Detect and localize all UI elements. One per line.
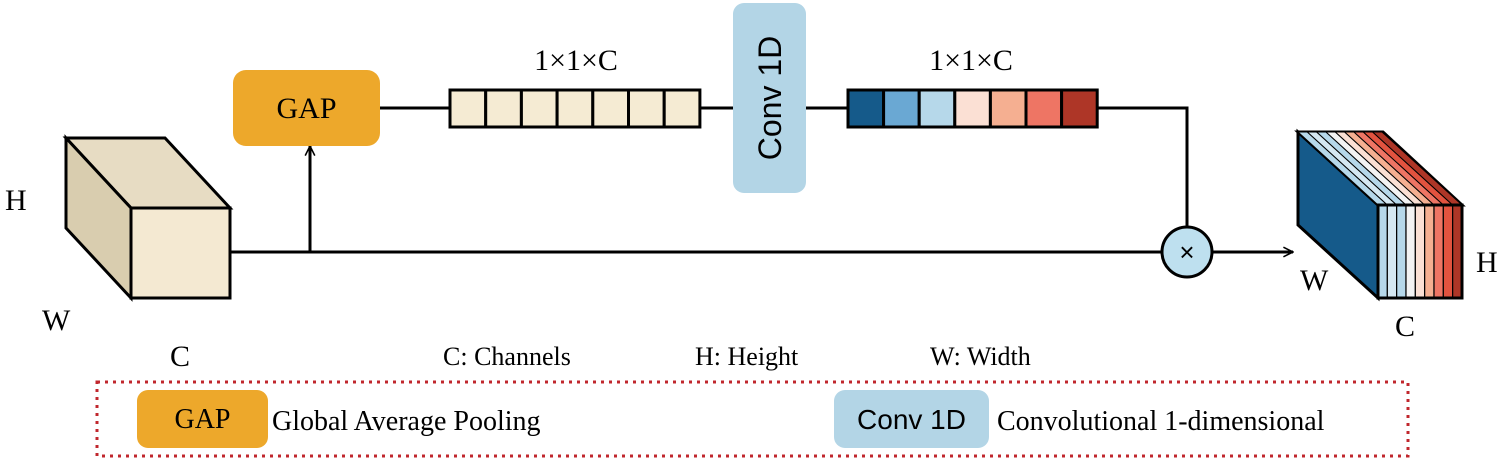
output-slice bbox=[1433, 204, 1444, 299]
output-slice bbox=[1424, 204, 1435, 299]
weight-vector-cell bbox=[882, 88, 921, 129]
conv1d-box bbox=[733, 3, 806, 193]
pooled-vector-cell bbox=[519, 88, 559, 129]
pooled-vector-cell bbox=[591, 88, 630, 129]
abbr-height: H: Height bbox=[695, 342, 799, 371]
input-feature-cube bbox=[62, 134, 234, 302]
pooled-vector-cell bbox=[484, 88, 523, 129]
weight-vector-cell bbox=[953, 88, 992, 129]
output-height-label: H bbox=[1476, 246, 1498, 279]
legend-conv-badge-label: Conv 1D bbox=[857, 404, 966, 435]
abbr-width: W: Width bbox=[930, 342, 1031, 371]
gap-box-label: GAP bbox=[276, 92, 336, 125]
output-channels-label: C bbox=[1395, 310, 1415, 343]
output-slice bbox=[1405, 204, 1416, 299]
multiply-node: × bbox=[1160, 225, 1214, 279]
output-feature-cube bbox=[1294, 128, 1466, 302]
weight-vector-cell bbox=[917, 88, 957, 129]
multiply-symbol: × bbox=[1179, 237, 1194, 267]
input-width-label: W bbox=[42, 304, 71, 337]
legend-border bbox=[95, 380, 1410, 458]
conv1d-box-label: Conv 1D bbox=[752, 36, 788, 161]
pooled-vector-cell bbox=[662, 88, 702, 129]
legend-conv-description: Convolutional 1-dimensional bbox=[997, 406, 1325, 437]
attention-weight-vector bbox=[846, 88, 1099, 129]
output-slice bbox=[1396, 204, 1407, 299]
output-slice bbox=[1414, 204, 1426, 299]
weight-vector-cell bbox=[988, 88, 1028, 129]
legend-gap-description: Global Average Pooling bbox=[272, 406, 541, 437]
weight-vector-cell bbox=[1060, 88, 1099, 129]
pooled-vector-cell bbox=[555, 88, 595, 129]
weight-vector-cell bbox=[1024, 88, 1064, 129]
legend: GAP Global Average Pooling Conv 1D Convo… bbox=[95, 380, 1410, 458]
output-cube-front-slices bbox=[1377, 204, 1463, 299]
pooled-vector bbox=[448, 88, 702, 129]
input-channels-label: C bbox=[170, 340, 190, 373]
legend-conv-badge bbox=[834, 390, 989, 448]
legend-gap-badge bbox=[137, 390, 268, 448]
gap-box bbox=[233, 70, 380, 146]
gap-block: GAP bbox=[233, 70, 380, 146]
output-width-label: W bbox=[1300, 264, 1329, 297]
pooled-vector-cell bbox=[627, 88, 666, 129]
input-cube-front bbox=[129, 206, 232, 300]
conv1d-block: Conv 1D bbox=[733, 3, 806, 193]
output-cube-top-stripes bbox=[1296, 131, 1464, 206]
legend-gap-badge-label: GAP bbox=[174, 404, 230, 435]
abbr-channels: C: Channels bbox=[443, 342, 571, 371]
input-height-label: H bbox=[5, 184, 27, 217]
weight-vector-cell bbox=[846, 88, 886, 129]
multiply-circle bbox=[1160, 225, 1214, 279]
weights-to-multiply-line bbox=[1097, 106, 1189, 228]
weight-vector-dims: 1×1×C bbox=[929, 44, 1013, 77]
output-slice bbox=[1386, 204, 1398, 299]
output-cube-front-outline bbox=[1376, 203, 1464, 300]
pooled-vector-cell bbox=[448, 88, 488, 129]
output-slice bbox=[1442, 204, 1454, 299]
pooled-vector-dims: 1×1×C bbox=[534, 44, 618, 77]
